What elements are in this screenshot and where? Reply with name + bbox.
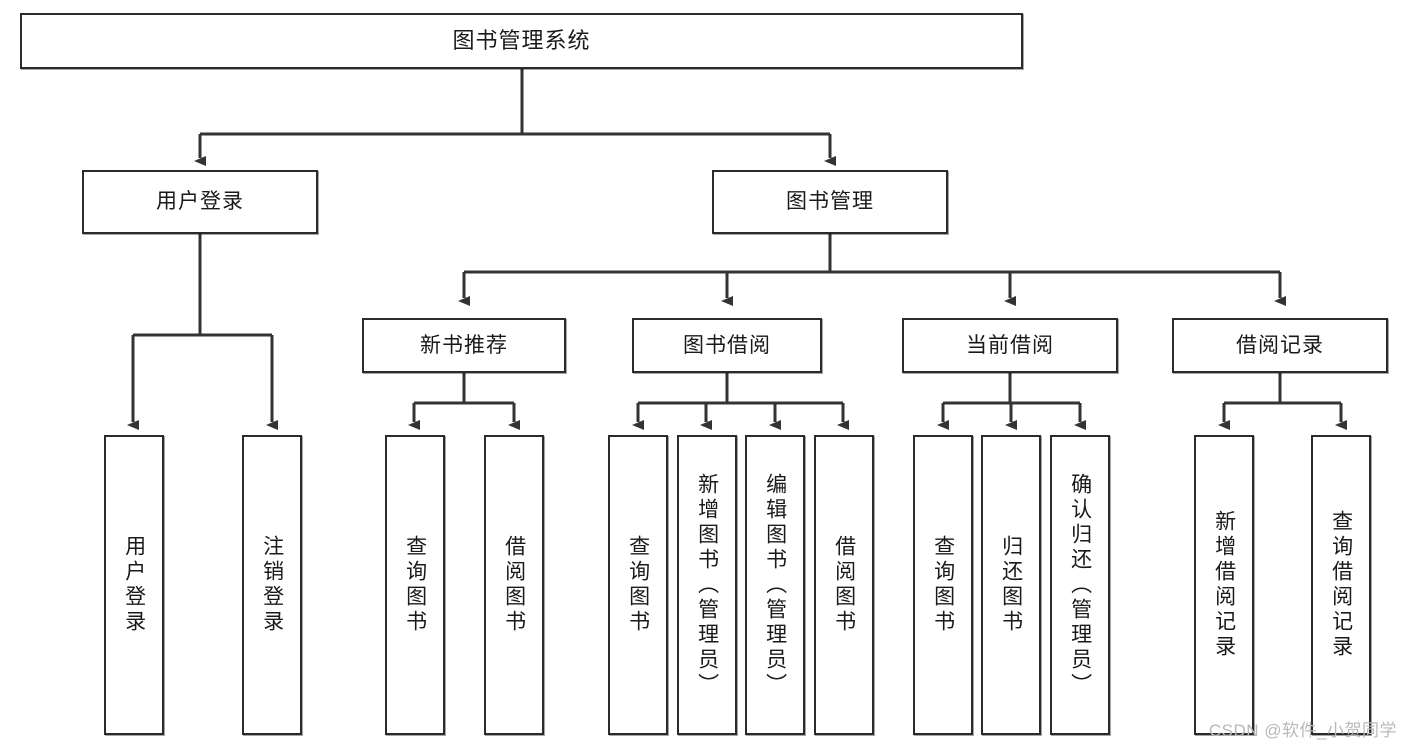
leaf-query-book-borrow[interactable]: 查询图书: [608, 435, 668, 735]
node-label: 图书管理: [786, 190, 874, 214]
node-label: 查询图书: [403, 535, 427, 635]
node-label: 确认归还（管理员）: [1068, 472, 1092, 698]
node-label: 查询借阅记录: [1329, 510, 1353, 660]
leaf-add-borrow-record[interactable]: 新增借阅记录: [1194, 435, 1254, 735]
leaf-query-book-recommend[interactable]: 查询图书: [385, 435, 445, 735]
node-label: 借阅记录: [1236, 333, 1324, 357]
node-label: 用户登录: [122, 535, 146, 635]
leaf-query-borrow-record[interactable]: 查询借阅记录: [1311, 435, 1371, 735]
node-label: 注销登录: [260, 535, 284, 635]
node-label: 编辑图书（管理员）: [763, 472, 787, 698]
leaf-user-login[interactable]: 用户登录: [104, 435, 164, 735]
node-current-borrow[interactable]: 当前借阅: [902, 318, 1118, 373]
node-label: 当前借阅: [966, 333, 1054, 357]
leaf-edit-book-admin[interactable]: 编辑图书（管理员）: [745, 435, 805, 735]
node-label: 查询图书: [626, 535, 650, 635]
node-label: 归还图书: [999, 535, 1023, 635]
leaf-confirm-return-admin[interactable]: 确认归还（管理员）: [1050, 435, 1110, 735]
leaf-query-book-current[interactable]: 查询图书: [913, 435, 973, 735]
node-new-book-recommend[interactable]: 新书推荐: [362, 318, 566, 373]
node-label: 图书借阅: [683, 333, 771, 357]
node-label: 新增图书（管理员）: [695, 472, 719, 698]
node-label: 用户登录: [156, 190, 244, 214]
node-label: 新增借阅记录: [1212, 510, 1236, 660]
node-label: 借阅图书: [832, 535, 856, 635]
node-user-login[interactable]: 用户登录: [82, 170, 318, 234]
node-book-management-system[interactable]: 图书管理系统: [20, 13, 1023, 69]
leaf-logout-login[interactable]: 注销登录: [242, 435, 302, 735]
leaf-return-book[interactable]: 归还图书: [981, 435, 1041, 735]
node-book-borrow[interactable]: 图书借阅: [632, 318, 822, 373]
node-borrow-record[interactable]: 借阅记录: [1172, 318, 1388, 373]
leaf-borrow-book-recommend[interactable]: 借阅图书: [484, 435, 544, 735]
node-book-management[interactable]: 图书管理: [712, 170, 948, 234]
node-label: 新书推荐: [420, 333, 508, 357]
node-label: 图书管理系统: [452, 27, 591, 53]
node-label: 借阅图书: [502, 535, 526, 635]
node-label: 查询图书: [931, 535, 955, 635]
leaf-borrow-book-borrow[interactable]: 借阅图书: [814, 435, 874, 735]
leaf-add-book-admin[interactable]: 新增图书（管理员）: [677, 435, 737, 735]
csdn-watermark: CSDN @软件_小贺同学: [1208, 721, 1397, 740]
